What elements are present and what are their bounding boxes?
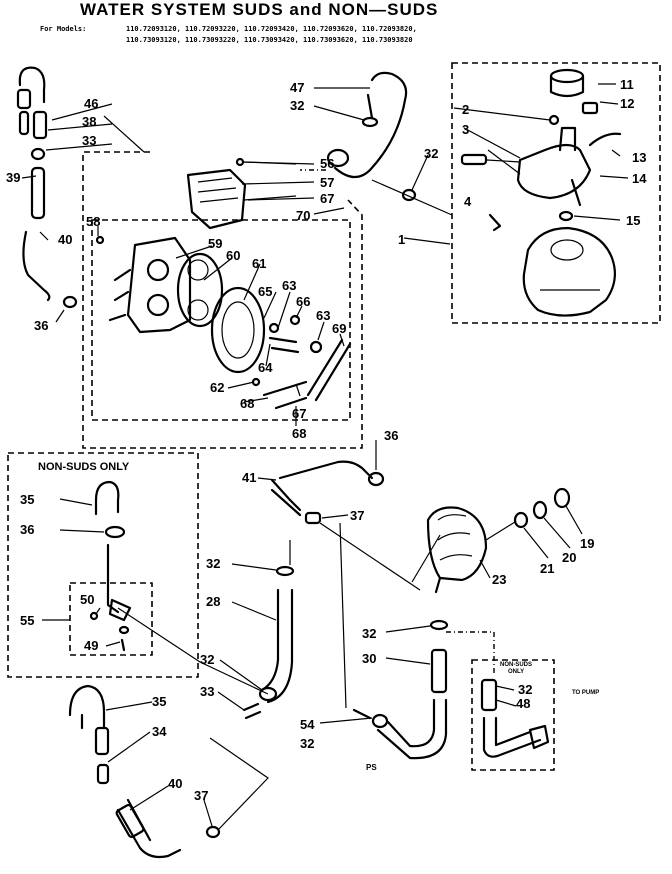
non-suds-only-label: NON-SUDS ONLY (38, 461, 130, 473)
air-dome (426, 487, 571, 594)
callout-35-b: 35 (152, 694, 166, 709)
callout-32-a: 32 (290, 98, 304, 113)
callout-32-b: 32 (424, 146, 438, 161)
callout-69: 69 (332, 321, 346, 336)
callout-15: 15 (626, 213, 640, 228)
callout-36-a: 36 (34, 318, 48, 333)
callout-68-b: 68 (292, 426, 306, 441)
callout-50: 50 (80, 592, 94, 607)
callout-19: 19 (580, 536, 594, 551)
callout-49: 49 (84, 638, 98, 653)
hose-41 (270, 460, 385, 525)
hose-48 (480, 678, 550, 758)
callout-30: 30 (362, 651, 376, 666)
valve-inner-box (91, 219, 351, 421)
callout-65: 65 (258, 284, 272, 299)
callout-57: 57 (320, 175, 334, 190)
callout-32-d: 32 (200, 652, 214, 667)
non-suds-inner-box (69, 582, 153, 656)
callout-55: 55 (20, 613, 34, 628)
callout-33-a: 33 (82, 133, 96, 148)
callout-46: 46 (84, 96, 98, 111)
callout-54: 54 (300, 717, 315, 732)
callout-2: 2 (462, 102, 469, 117)
callout-28: 28 (206, 594, 220, 609)
callout-35-a: 35 (20, 492, 34, 507)
hose-47 (326, 71, 417, 202)
callout-13: 13 (632, 150, 646, 165)
callout-39: 39 (6, 170, 20, 185)
callout-33-b: 33 (200, 684, 214, 699)
callout-41: 41 (242, 470, 256, 485)
callout-37-b: 37 (194, 788, 208, 803)
non-suds-right-box (471, 659, 555, 771)
callout-labels: 1 2 3 4 11 12 13 14 15 19 20 21 23 28 30… (6, 77, 647, 803)
callout-58: 58 (86, 214, 100, 229)
callout-40-a: 40 (58, 232, 72, 247)
callout-20: 20 (562, 550, 576, 565)
only-small-label: ONLY (508, 669, 524, 675)
callout-14: 14 (632, 171, 647, 186)
callout-62: 62 (210, 380, 224, 395)
callout-56: 56 (320, 156, 334, 171)
callout-36-b: 36 (384, 428, 398, 443)
callout-67-b: 67 (292, 406, 306, 421)
valve-assembly-box (82, 151, 363, 449)
leader-lines (21, 83, 629, 827)
callout-4: 4 (464, 194, 472, 209)
callout-64: 64 (258, 360, 273, 375)
hose-28 (242, 565, 295, 720)
callout-3: 3 (462, 122, 469, 137)
callout-66: 66 (296, 294, 310, 309)
callout-67-a: 67 (320, 191, 334, 206)
models-line-2: 110.73093120, 110.73093220, 110.73093420… (126, 36, 413, 44)
callout-68-a: 68 (240, 396, 254, 411)
callout-32-f: 32 (300, 736, 314, 751)
callout-11: 11 (620, 77, 634, 92)
callout-32-c: 32 (206, 556, 220, 571)
callout-38: 38 (82, 114, 96, 129)
callout-1: 1 (398, 232, 405, 247)
callout-47: 47 (290, 80, 304, 95)
water-valve (95, 157, 352, 410)
callout-34: 34 (152, 724, 167, 739)
callout-32-g: 32 (518, 682, 532, 697)
callout-32-e: 32 (362, 626, 376, 641)
callout-63-a: 63 (282, 278, 296, 293)
callout-36-c: 36 (20, 522, 34, 537)
callout-59: 59 (208, 236, 222, 251)
callout-61: 61 (252, 256, 266, 271)
hose-lower-left (68, 684, 221, 859)
hose-30 (352, 619, 449, 760)
to-pump-label: TO PUMP (572, 690, 599, 696)
callout-23: 23 (492, 572, 506, 587)
hose-assembly-left (16, 66, 78, 309)
models-label: For Models: (40, 25, 87, 33)
footer-code: PS (366, 763, 377, 772)
callout-70: 70 (296, 208, 310, 223)
non-suds-parts (89, 480, 132, 652)
pump-assembly-box (451, 62, 661, 324)
connection-lines (117, 169, 495, 831)
callout-40-b: 40 (168, 776, 182, 791)
callout-21: 21 (540, 561, 554, 576)
callout-37-a: 37 (350, 508, 364, 523)
non-suds-box (7, 452, 199, 678)
callout-12: 12 (620, 96, 634, 111)
callout-48: 48 (516, 696, 530, 711)
non-suds-small-label: NON-SUDS (500, 662, 532, 668)
pump-assembly (460, 68, 622, 317)
page-title: WATER SYSTEM SUDS and NON—SUDS (80, 0, 439, 19)
callout-63-b: 63 (316, 308, 330, 323)
callout-60: 60 (226, 248, 240, 263)
models-line-1: 110.72093120, 110.72093220, 110.72093420… (126, 25, 417, 33)
